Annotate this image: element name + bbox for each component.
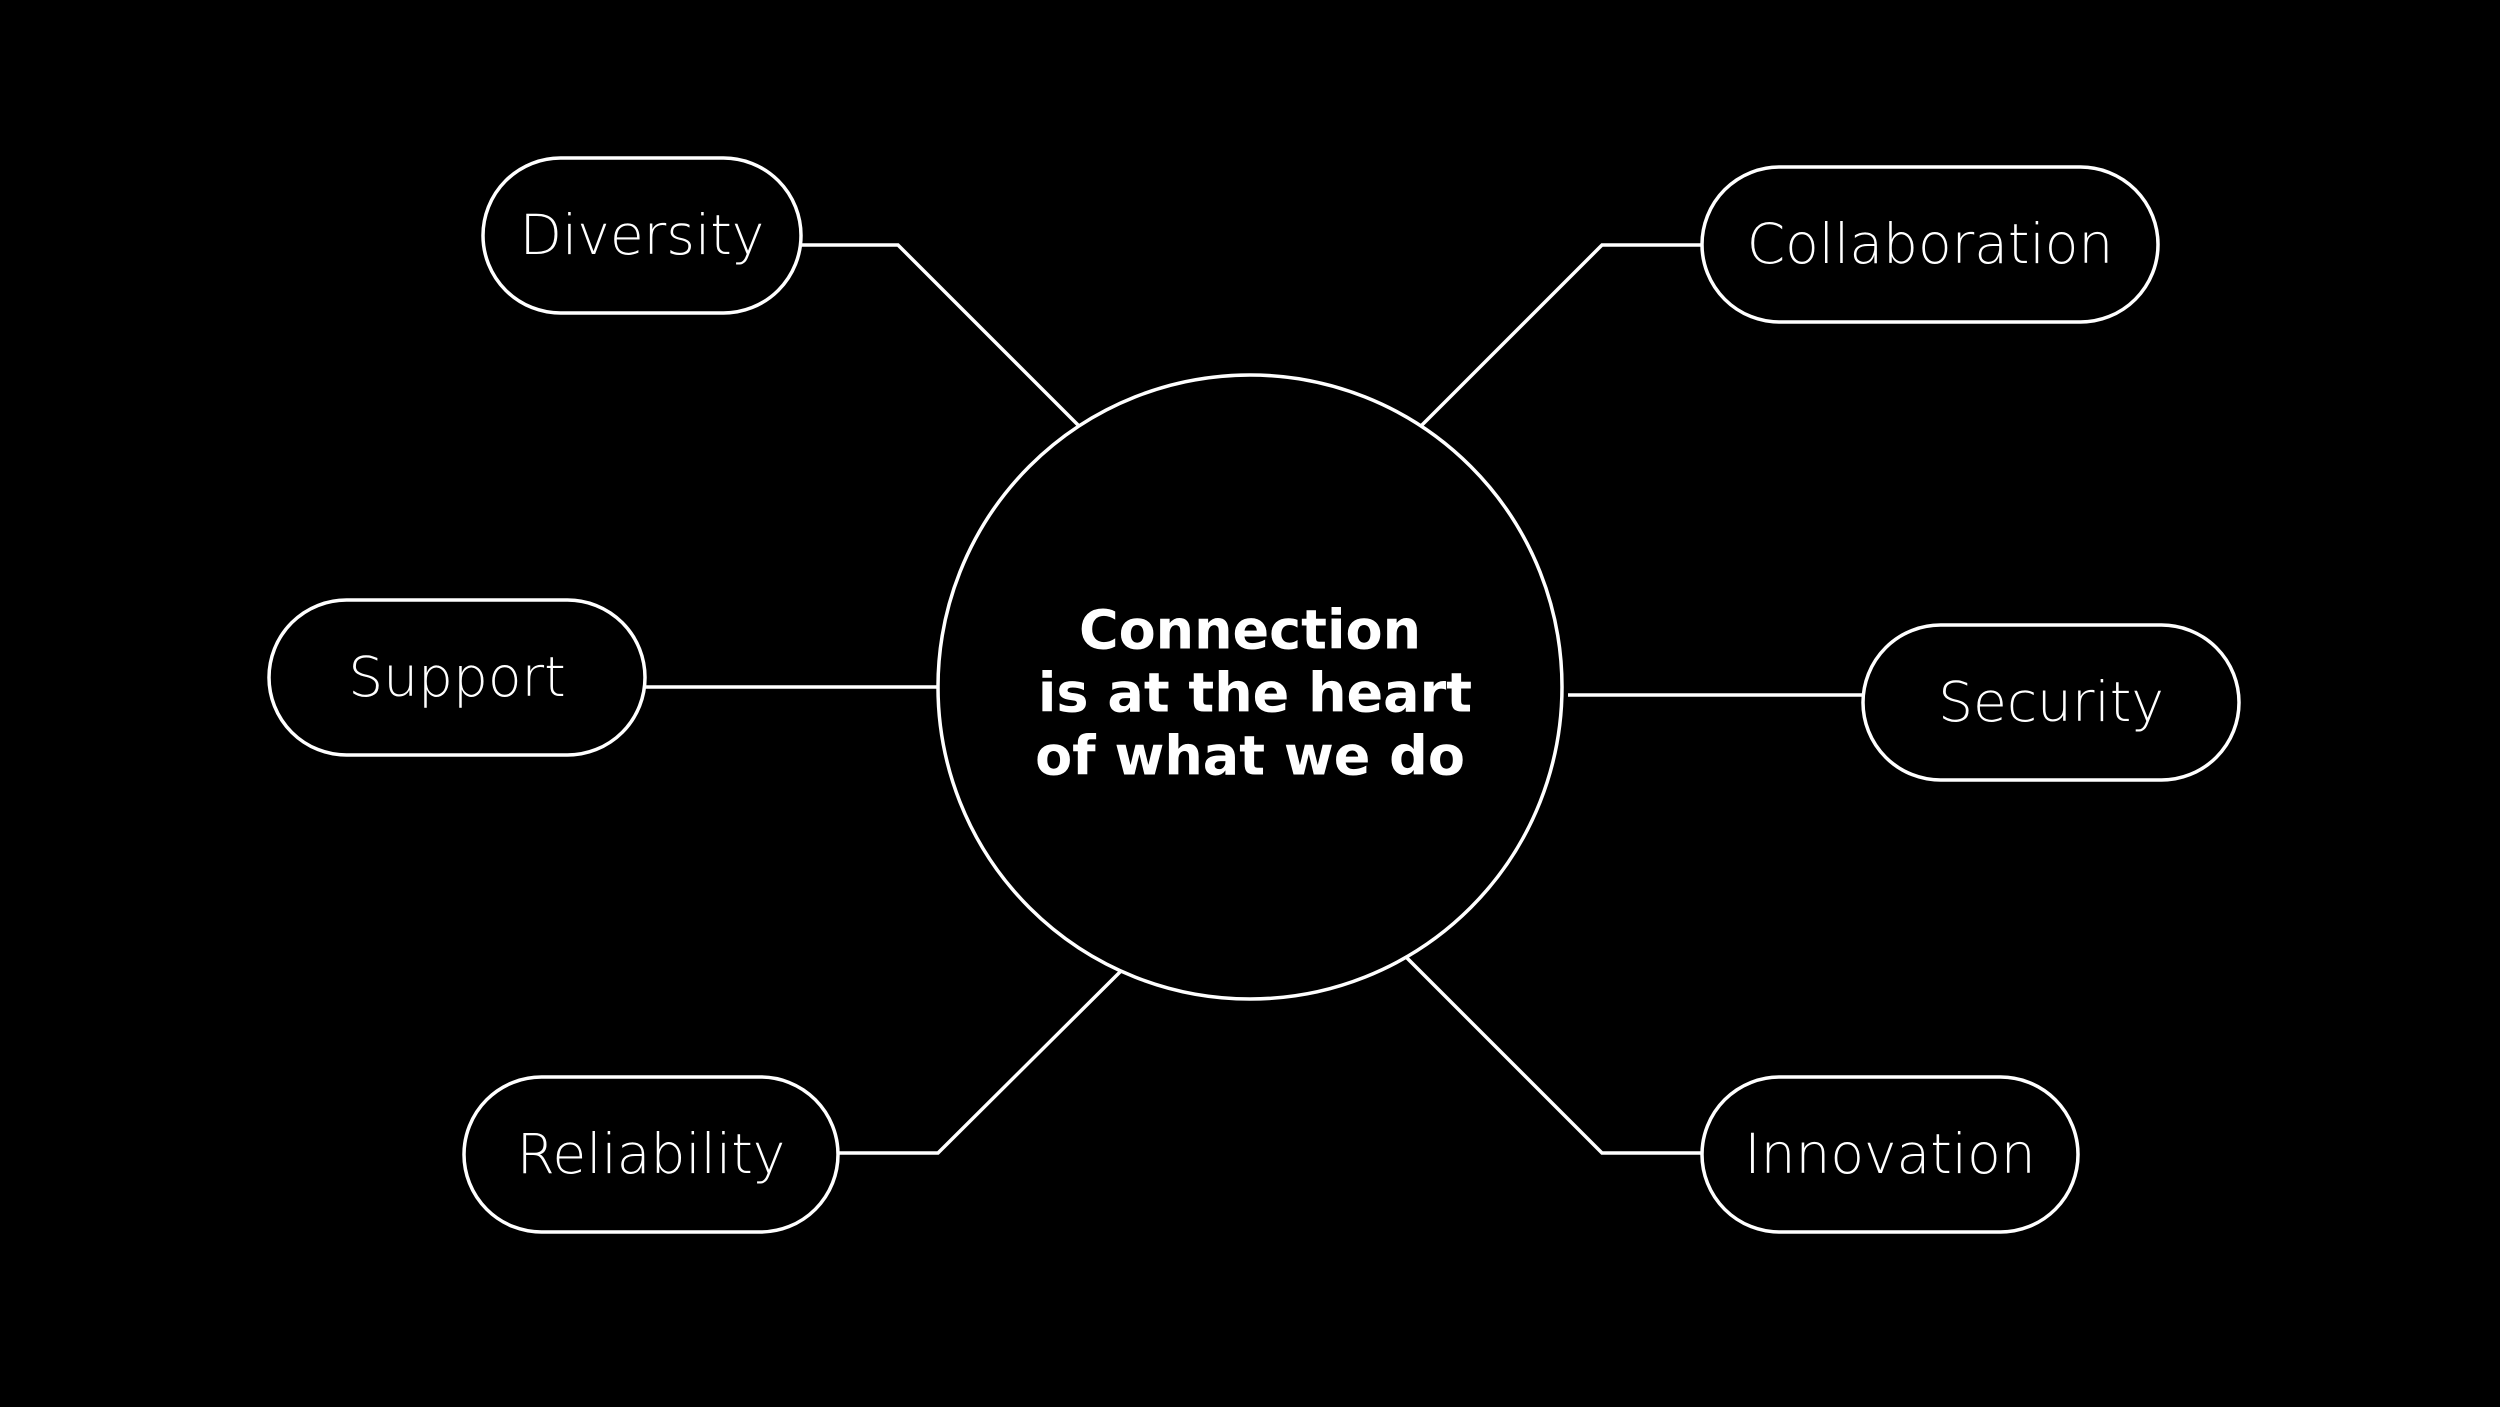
node-security: Security (1861, 623, 2241, 782)
node-innovation: Innovation (1700, 1075, 2080, 1234)
node-collaboration: Collaboration (1700, 165, 2160, 324)
node-reliability-pill (462, 1075, 840, 1234)
node-support: Support (267, 598, 647, 757)
node-innovation-pill (1700, 1075, 2080, 1234)
node-security-label: Security (1938, 670, 2164, 734)
node-collaboration-label: Collaboration (1747, 212, 2114, 276)
node-security-pill (1861, 623, 2241, 782)
node-collaboration-pill (1700, 165, 2160, 324)
node-reliability-label: Reliability (517, 1122, 786, 1186)
connector-collaboration (1418, 243, 1702, 429)
node-reliability: Reliability (462, 1075, 840, 1234)
node-diversity-label: Diversity (520, 203, 765, 267)
connector-innovation (1405, 956, 1702, 1155)
hub-text-line-3: of what we do (1035, 725, 1465, 788)
connector-reliability (838, 968, 1124, 1155)
node-diversity-pill (481, 156, 803, 315)
connector-diversity (801, 243, 1081, 428)
hub-text-line-1: Connection (1079, 599, 1421, 662)
hub-circle (936, 373, 1564, 1001)
node-support-label: Support (348, 645, 565, 709)
node-support-pill (267, 598, 647, 757)
node-diversity: Diversity (481, 156, 803, 315)
node-innovation-label: Innovation (1744, 1122, 2035, 1186)
hub-text-line-2: is at the heart (1038, 662, 1472, 725)
